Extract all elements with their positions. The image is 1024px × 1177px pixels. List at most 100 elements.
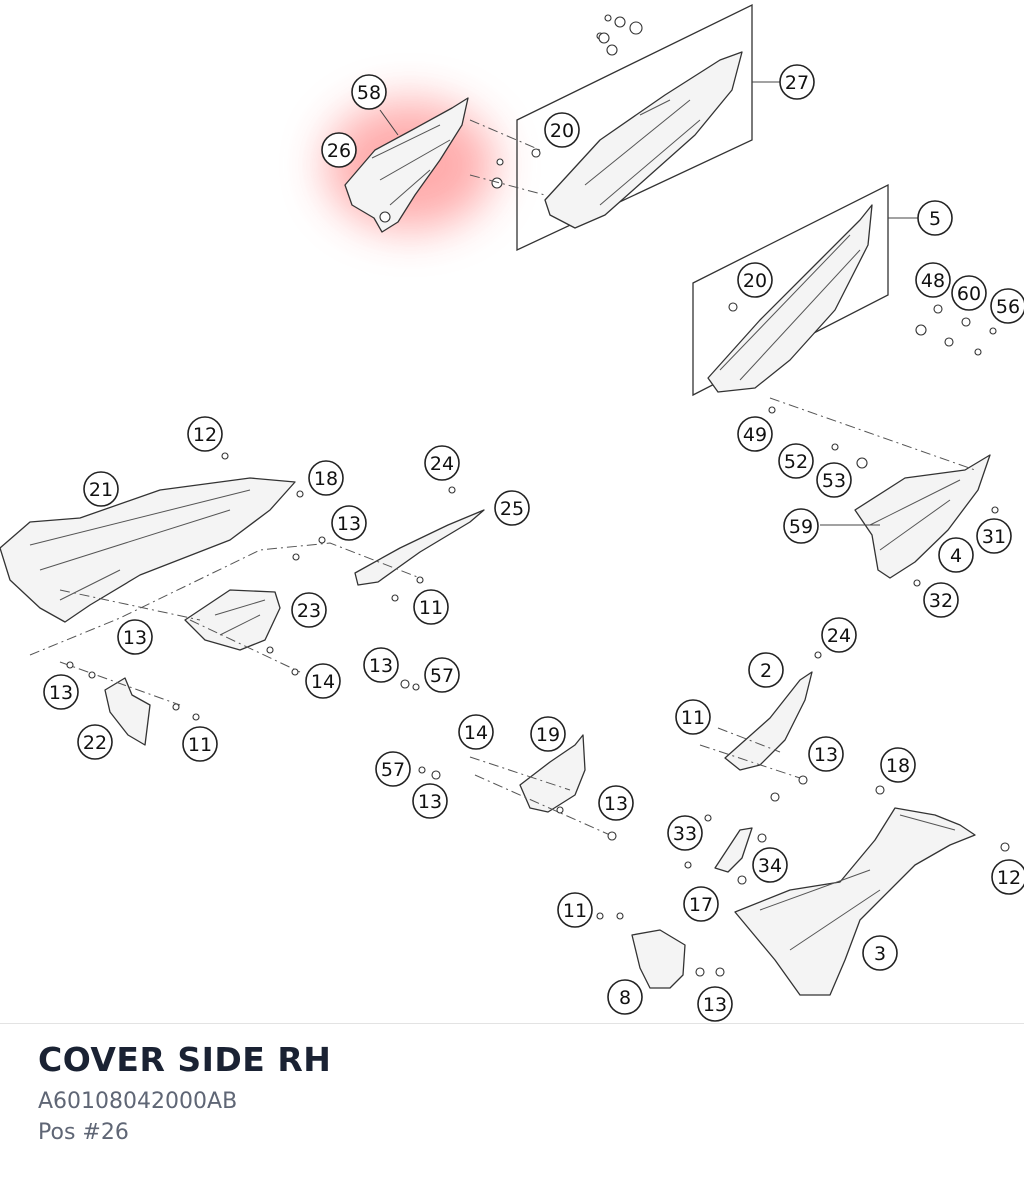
callout-label: 22 xyxy=(83,732,107,754)
part-21 xyxy=(0,477,296,623)
callout-18[interactable]: 18 xyxy=(308,460,344,496)
part-title: COVER SIDE RH xyxy=(38,1040,332,1079)
callout-31[interactable]: 31 xyxy=(976,518,1012,554)
callout-4[interactable]: 4 xyxy=(938,537,974,573)
callout-17[interactable]: 17 xyxy=(683,886,719,922)
callout-24[interactable]: 24 xyxy=(821,617,857,653)
callout-label: 14 xyxy=(311,671,335,693)
callout-13[interactable]: 13 xyxy=(697,986,733,1022)
callout-label: 34 xyxy=(758,855,782,877)
callout-label: 26 xyxy=(327,140,351,162)
callout-13[interactable]: 13 xyxy=(808,736,844,772)
part-position: Pos #26 xyxy=(38,1120,129,1145)
callout-label: 24 xyxy=(827,625,851,647)
callout-label: 20 xyxy=(550,120,574,142)
callout-8[interactable]: 8 xyxy=(607,979,643,1015)
callout-27[interactable]: 27 xyxy=(779,64,815,100)
callout-label: 21 xyxy=(89,479,113,501)
callout-25[interactable]: 25 xyxy=(494,490,530,526)
callout-59[interactable]: 59 xyxy=(783,508,819,544)
callout-2[interactable]: 2 xyxy=(748,652,784,688)
callout-24[interactable]: 24 xyxy=(424,445,460,481)
callout-label: 25 xyxy=(500,498,524,520)
callout-label: 13 xyxy=(418,791,442,813)
callout-58[interactable]: 58 xyxy=(351,74,387,110)
callout-12[interactable]: 12 xyxy=(187,416,223,452)
callout-label: 13 xyxy=(814,744,838,766)
callout-3[interactable]: 3 xyxy=(862,935,898,971)
callout-label: 11 xyxy=(419,597,443,619)
callout-label: 33 xyxy=(673,823,697,845)
callout-label: 59 xyxy=(789,516,813,538)
callout-label: 14 xyxy=(464,722,488,744)
callout-18[interactable]: 18 xyxy=(880,747,916,783)
callout-26[interactable]: 26 xyxy=(321,132,357,168)
callout-label: 2 xyxy=(760,660,772,682)
callout-52[interactable]: 52 xyxy=(778,443,814,479)
callout-34[interactable]: 34 xyxy=(752,847,788,883)
callout-14[interactable]: 14 xyxy=(458,714,494,750)
callout-label: 8 xyxy=(619,987,631,1009)
leader-arrows xyxy=(379,109,880,526)
callout-23[interactable]: 23 xyxy=(291,592,327,628)
callout-label: 24 xyxy=(430,453,454,475)
assembly-frame-27 xyxy=(516,3,780,252)
callout-label: 49 xyxy=(743,424,767,446)
callout-22[interactable]: 22 xyxy=(77,724,113,760)
callout-label: 52 xyxy=(784,451,808,473)
callout-11[interactable]: 11 xyxy=(182,726,218,762)
callout-19[interactable]: 19 xyxy=(530,716,566,752)
part-4 xyxy=(769,397,999,587)
callout-32[interactable]: 32 xyxy=(923,582,959,618)
callout-label: 31 xyxy=(982,526,1006,548)
callout-label: 12 xyxy=(997,867,1021,889)
callout-label: 27 xyxy=(785,72,809,94)
callout-label: 19 xyxy=(536,724,560,746)
callout-label: 13 xyxy=(49,682,73,704)
callout-60[interactable]: 60 xyxy=(951,275,987,311)
part-34 xyxy=(684,814,767,885)
fasteners-top xyxy=(469,14,643,196)
fasteners-right xyxy=(915,304,997,356)
callout-label: 58 xyxy=(357,82,381,104)
callout-57[interactable]: 57 xyxy=(375,751,411,787)
callout-33[interactable]: 33 xyxy=(667,815,703,851)
assembly-frame-5 xyxy=(692,183,918,414)
callout-13[interactable]: 13 xyxy=(598,785,634,821)
callout-57[interactable]: 57 xyxy=(424,657,460,693)
callout-49[interactable]: 49 xyxy=(737,416,773,452)
callout-label: 53 xyxy=(822,470,846,492)
callout-label: 56 xyxy=(996,296,1020,318)
callout-13[interactable]: 13 xyxy=(363,647,399,683)
callout-12[interactable]: 12 xyxy=(991,859,1024,895)
callout-label: 17 xyxy=(689,894,713,916)
callout-11[interactable]: 11 xyxy=(557,892,593,928)
callout-label: 60 xyxy=(957,283,981,305)
callout-11[interactable]: 11 xyxy=(413,589,449,625)
callout-13[interactable]: 13 xyxy=(412,783,448,819)
divider xyxy=(0,1023,1024,1024)
callout-14[interactable]: 14 xyxy=(305,663,341,699)
callout-label: 48 xyxy=(921,270,945,292)
callout-13[interactable]: 13 xyxy=(43,674,79,710)
part-26-cover-side-rh[interactable] xyxy=(344,97,469,233)
callout-label: 32 xyxy=(929,590,953,612)
callout-20[interactable]: 20 xyxy=(544,112,580,148)
callout-21[interactable]: 21 xyxy=(83,471,119,507)
leader-lines-left xyxy=(29,452,421,706)
callout-11[interactable]: 11 xyxy=(675,699,711,735)
callout-53[interactable]: 53 xyxy=(816,462,852,498)
callout-20[interactable]: 20 xyxy=(737,262,773,298)
callout-label: 11 xyxy=(681,707,705,729)
part-23 xyxy=(184,589,281,651)
callout-48[interactable]: 48 xyxy=(915,262,951,298)
callout-label: 3 xyxy=(874,943,886,965)
callout-label: 11 xyxy=(188,734,212,756)
callout-13[interactable]: 13 xyxy=(117,619,153,655)
part-19 xyxy=(418,734,617,841)
callout-label: 5 xyxy=(929,208,941,230)
callout-56[interactable]: 56 xyxy=(990,288,1024,324)
callout-13[interactable]: 13 xyxy=(331,505,367,541)
callout-5[interactable]: 5 xyxy=(917,200,953,236)
part-number: A60108042000AB xyxy=(38,1089,238,1114)
